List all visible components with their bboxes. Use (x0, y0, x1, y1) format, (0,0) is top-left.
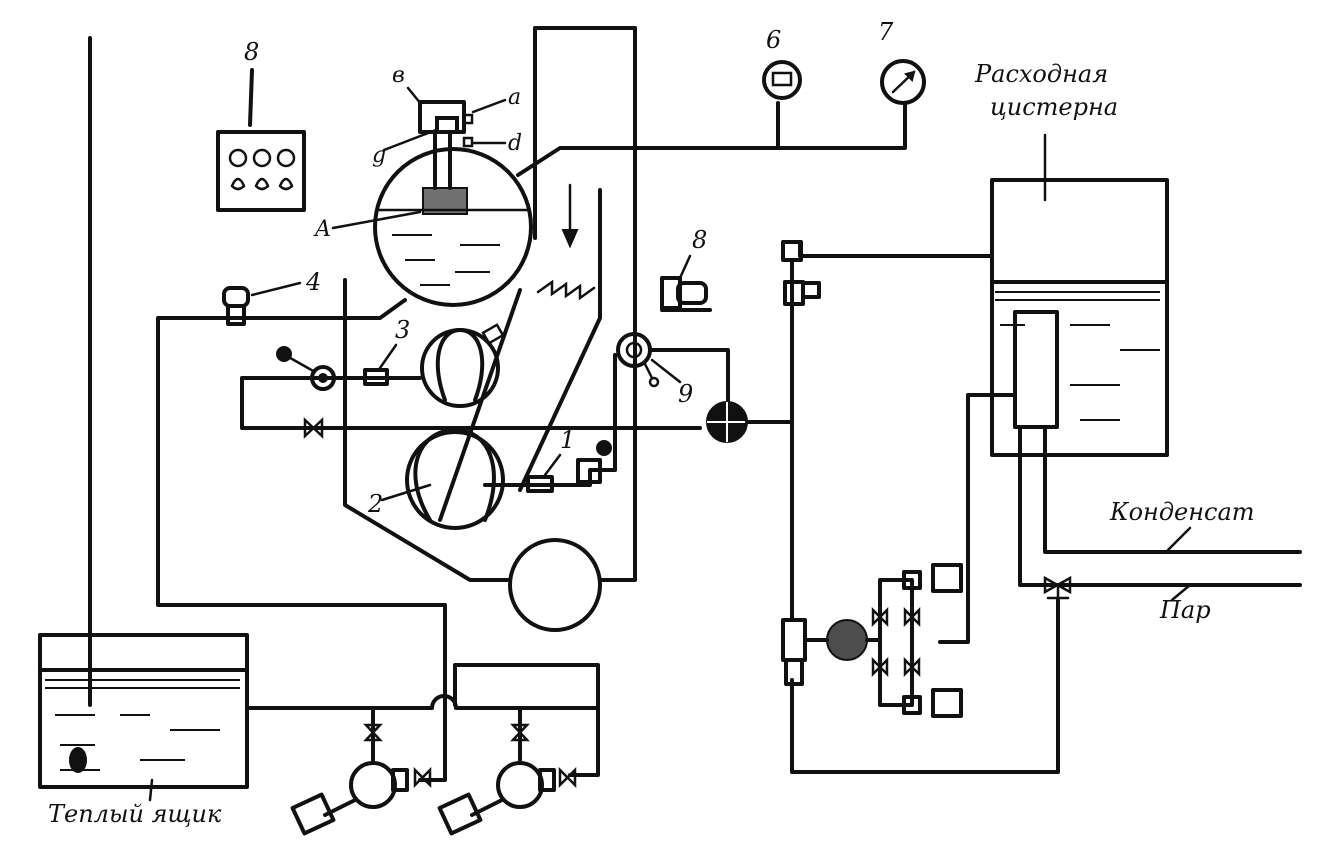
steam-drum (373, 100, 533, 307)
hotwell-label: Теплый ящик (48, 800, 222, 828)
steam-label: Пар (1159, 596, 1211, 624)
letter-a: a (508, 85, 521, 110)
fuel-loop (240, 376, 702, 430)
valve-3-label: 3 (395, 316, 410, 344)
gauge-7-label: 7 (878, 18, 894, 46)
boiler-casing (343, 26, 637, 582)
burner-2-label: 2 (367, 490, 383, 518)
valve-4-label: 4 (305, 268, 321, 296)
steam-valve (1043, 575, 1072, 607)
transfer-pump (826, 619, 868, 661)
fan-8 (660, 276, 712, 312)
instrument-6 (762, 60, 802, 100)
letter-g: g (372, 143, 386, 168)
signal-line (516, 101, 907, 177)
ctrl-label: 8 (244, 38, 259, 66)
condensate-label: Конденсат (1109, 498, 1255, 526)
upper-burner (420, 328, 500, 408)
hot-well (38, 633, 249, 789)
tank-title-1: Расходная (974, 60, 1108, 88)
control-panel: 8 (216, 38, 306, 212)
feed-pump-2 (437, 761, 556, 836)
gauge-7 (880, 59, 926, 105)
feed-pump-1 (290, 761, 409, 836)
instr-6-label: 6 (766, 26, 781, 54)
valve-1-label: 1 (560, 426, 575, 454)
letter-d: d (508, 131, 522, 156)
valve-4 (222, 286, 250, 326)
feed-line (156, 298, 447, 782)
valve-9-label: 9 (678, 380, 693, 408)
fan-8-label: 8 (692, 226, 707, 254)
letter-A: A (313, 217, 331, 242)
letter-v: в (392, 63, 405, 88)
lower-drum (508, 538, 602, 632)
tank-title-2: цистерна (990, 93, 1118, 121)
service-tank (990, 178, 1169, 457)
